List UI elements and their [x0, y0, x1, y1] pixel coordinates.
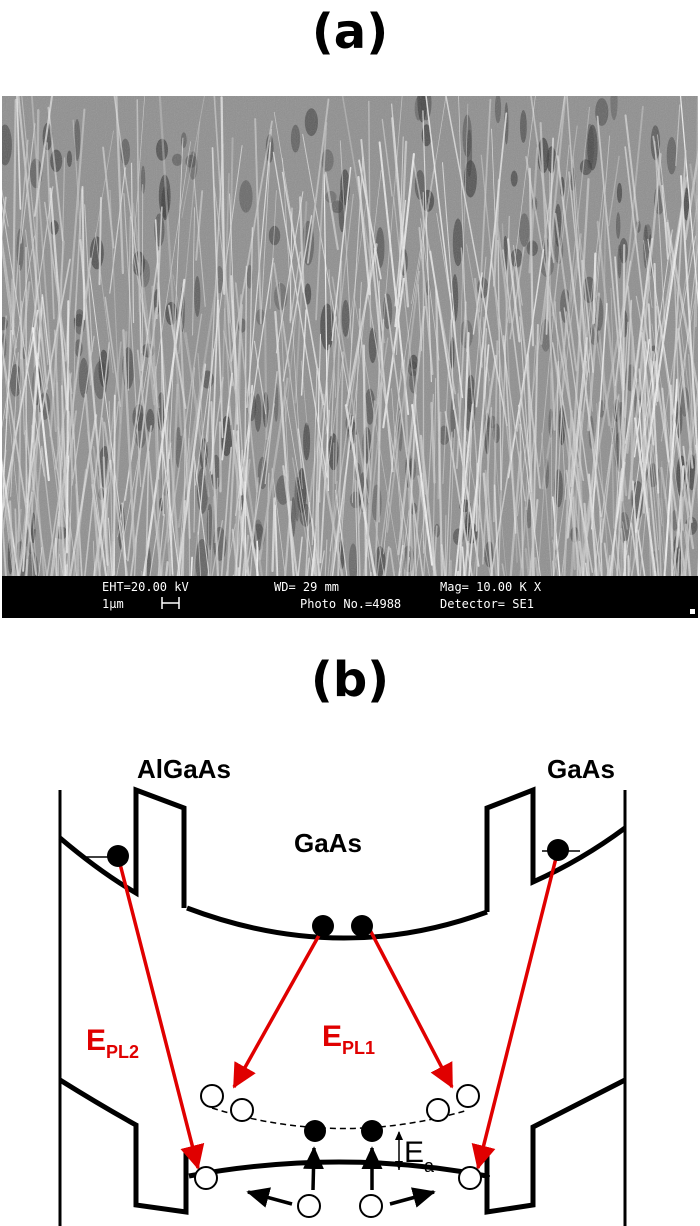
sem-eht: EHT=20.00 kV: [102, 580, 189, 594]
sem-detector: Detector= SE1: [440, 597, 534, 611]
sem-mag: Mag= 10.00 K X: [440, 580, 542, 594]
sem-micrograph: EHT=20.00 kV WD= 29 mm Mag= 10.00 K X 1µ…: [2, 96, 698, 618]
electron-defect-1: [304, 1120, 326, 1142]
epl2-right-arrow: [471, 849, 560, 1170]
epl2-left-arrow: [116, 855, 205, 1170]
sem-wd: WD= 29 mm: [274, 580, 339, 594]
electron-center-2: [351, 915, 373, 937]
hole-valence-left: [194, 1166, 218, 1190]
valence-band-left: [58, 1077, 189, 1215]
panel-a-label: (a): [311, 4, 389, 60]
scale-bar-icon: [161, 597, 180, 609]
hole-defect-3: [426, 1098, 450, 1122]
sem-scale-label: 1µm: [102, 597, 124, 611]
hole-drift-arrow-right: [389, 1187, 436, 1208]
band-diagram: AlGaAs GaAs GaAs EPL2 EPL1 Ea: [58, 754, 627, 1226]
epl2-label: EPL2: [86, 1024, 139, 1062]
sem-corner-mark: [690, 609, 695, 614]
valence-band-well: [188, 1159, 488, 1179]
electron-center-1: [312, 915, 334, 937]
valence-band-right: [484, 1077, 627, 1215]
center-material-label: GaAs: [294, 828, 362, 858]
electron-right: [547, 839, 569, 861]
sem-info-bar: [2, 576, 698, 618]
hole-bottom-1: [297, 1194, 321, 1218]
epl1-left-arrow: [232, 929, 324, 1089]
ea-label: Ea: [404, 1136, 435, 1176]
sem-photo: Photo No.=4988: [300, 597, 401, 611]
conduction-band-left: [58, 786, 187, 908]
hole-defect-1: [200, 1084, 224, 1108]
epl1-label: EPL1: [322, 1020, 375, 1058]
right-material-label: GaAs: [547, 754, 615, 784]
electron-left: [107, 845, 129, 867]
hole-defect-2: [230, 1098, 254, 1122]
left-material-label: AlGaAs: [137, 754, 231, 784]
panel-b-label: (b): [310, 652, 390, 708]
conduction-band-right: [484, 786, 627, 912]
epl1-right-arrow: [368, 929, 454, 1089]
hole-defect-4: [456, 1084, 480, 1108]
conduction-band-well: [186, 905, 488, 941]
electron-defect-2: [361, 1120, 383, 1142]
hole-drift-arrow-left: [246, 1187, 293, 1208]
hole-valence-right: [458, 1166, 482, 1190]
hole-rise-arrow-1: [303, 1146, 324, 1191]
hole-bottom-2: [359, 1194, 383, 1218]
